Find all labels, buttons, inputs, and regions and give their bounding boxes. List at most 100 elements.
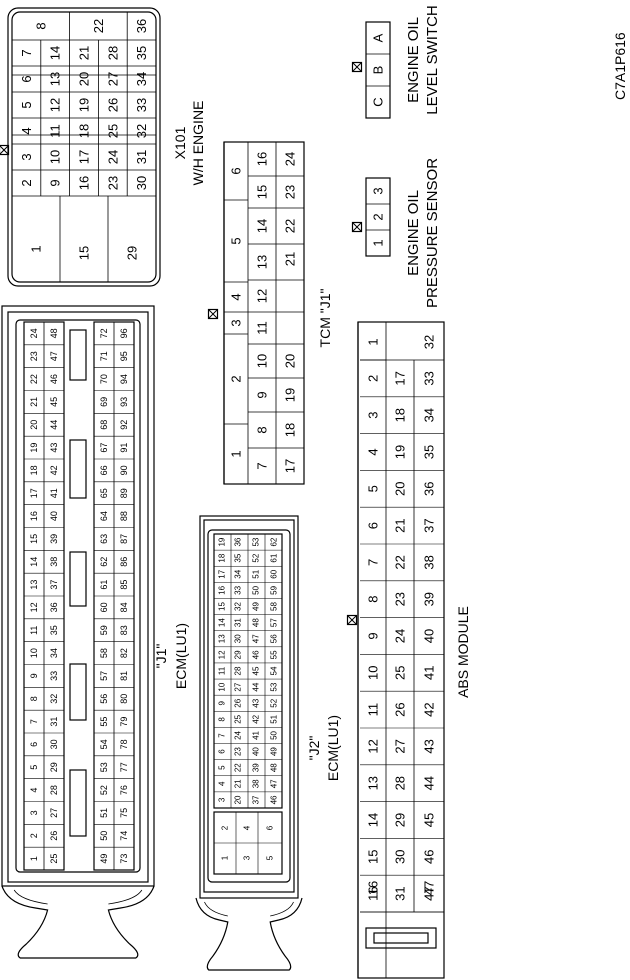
pin-number: 29 [49, 762, 59, 772]
pin-number: 85 [119, 580, 129, 590]
pin-number: 22 [234, 763, 243, 772]
pin-number: 5 [229, 237, 244, 244]
pin-number: 32 [422, 335, 437, 349]
pin-number: 78 [119, 739, 129, 749]
pin-number: 41 [252, 730, 261, 739]
pin-number: 60 [99, 602, 109, 612]
pin-number: 34 [134, 72, 149, 86]
pin-number: 52 [252, 553, 261, 562]
pin-number: 26 [234, 698, 243, 707]
pin-number: 41 [422, 666, 437, 680]
pin-number: 77 [119, 762, 129, 772]
pin-number: 27 [393, 739, 408, 753]
x101-label-line-1: X101 [172, 126, 188, 159]
oil-pressure-sensor-connector [365, 177, 391, 257]
pin-number: 20 [393, 482, 408, 496]
pin-number: 29 [234, 650, 243, 659]
pin-number: 4 [19, 127, 34, 134]
pin-number: 27 [49, 808, 59, 818]
pin-number: 50 [99, 831, 109, 841]
pin-number: 82 [119, 648, 129, 658]
pin-number: 35 [234, 553, 243, 562]
pin-number: 62 [99, 557, 109, 567]
pin-number: 60 [270, 569, 279, 578]
pin-number: 79 [119, 717, 129, 727]
pin-number: 7 [29, 719, 39, 724]
pin-number: 47 [422, 881, 437, 895]
pin-number: 58 [270, 602, 279, 611]
pin-number: 7 [218, 733, 227, 738]
pin-number: 47 [252, 634, 261, 643]
pin-number: 20 [77, 72, 92, 86]
pin-number: 36 [134, 19, 149, 33]
pin-number: 9 [218, 700, 227, 705]
pin-number: 28 [234, 666, 243, 675]
pin-number: 16 [255, 152, 270, 166]
pin-number: 80 [119, 694, 129, 704]
pin-number: 18 [218, 553, 227, 562]
pin-number: 86 [119, 557, 129, 567]
pin-number: 21 [29, 397, 39, 407]
pin-number: 81 [119, 671, 129, 681]
pin-number: 67 [99, 443, 109, 453]
pin-number: 33 [49, 671, 59, 681]
pin-number: 36 [49, 602, 59, 612]
abs-module-latch [373, 932, 429, 944]
pin-number: 63 [99, 534, 109, 544]
figure-code: C7A1P616 [612, 32, 628, 100]
pin-number: 44 [422, 776, 437, 790]
pin-number: 26 [49, 831, 59, 841]
pin-number: 34 [234, 569, 243, 578]
pin-number: 11 [366, 703, 381, 717]
pin-number: 39 [422, 592, 437, 606]
pin-number: 14 [255, 219, 270, 233]
pin-number: 50 [270, 730, 279, 739]
pin-number: 51 [252, 569, 261, 578]
pin-number: 58 [99, 648, 109, 658]
pin-number: 51 [99, 808, 109, 818]
pin-number: 3 [19, 153, 34, 160]
pin-number: 42 [252, 714, 261, 723]
pin-number: 33 [422, 371, 437, 385]
pin-number: 49 [270, 747, 279, 756]
lock-tab-icon [351, 221, 363, 233]
pin-number: 44 [252, 682, 261, 691]
pin-number: 35 [134, 46, 149, 60]
pin-number: 29 [393, 813, 408, 827]
pin-number: 11 [29, 626, 39, 635]
pin-number: 48 [270, 763, 279, 772]
pin-number: 47 [270, 779, 279, 788]
pin-number: 71 [99, 351, 109, 361]
pin-number: 15 [366, 850, 381, 864]
ecm-j1-label-line-2: ECM(LU1) [173, 623, 189, 689]
lock-tab-icon [347, 615, 357, 625]
pin-number: 17 [77, 150, 92, 164]
pin-number: 45 [422, 813, 437, 827]
pin-number: 38 [422, 555, 437, 569]
pin-number: 3 [218, 797, 227, 802]
pin-number: 16 [366, 886, 381, 900]
pin-number: 55 [270, 650, 279, 659]
pin-number: 45 [252, 666, 261, 675]
pin-number: 57 [99, 671, 109, 681]
pin-number: 24 [393, 629, 408, 643]
pin-number: 16 [29, 511, 39, 521]
pin-number: 1 [371, 239, 386, 246]
pin-number: 15 [77, 246, 92, 260]
x101-label-line-2: W/H ENGINE [190, 101, 206, 186]
pin-number: 20 [234, 795, 243, 804]
pin-number: 18 [283, 423, 298, 437]
pin-number: 20 [29, 420, 39, 430]
pin-number: 66 [99, 465, 109, 475]
oil-level-switch-label-line-1: ENGINE OIL [405, 17, 422, 103]
pin-number: 14 [218, 618, 227, 627]
pin-number: 16 [218, 585, 227, 594]
pin-number: 48 [252, 618, 261, 627]
pin-number: 1 [366, 338, 381, 345]
pin-number: 56 [99, 694, 109, 704]
pin-number: 42 [49, 465, 59, 475]
pin-number: 4 [218, 781, 227, 786]
lock-tab-icon [207, 308, 219, 320]
pin-number: 89 [119, 488, 129, 498]
